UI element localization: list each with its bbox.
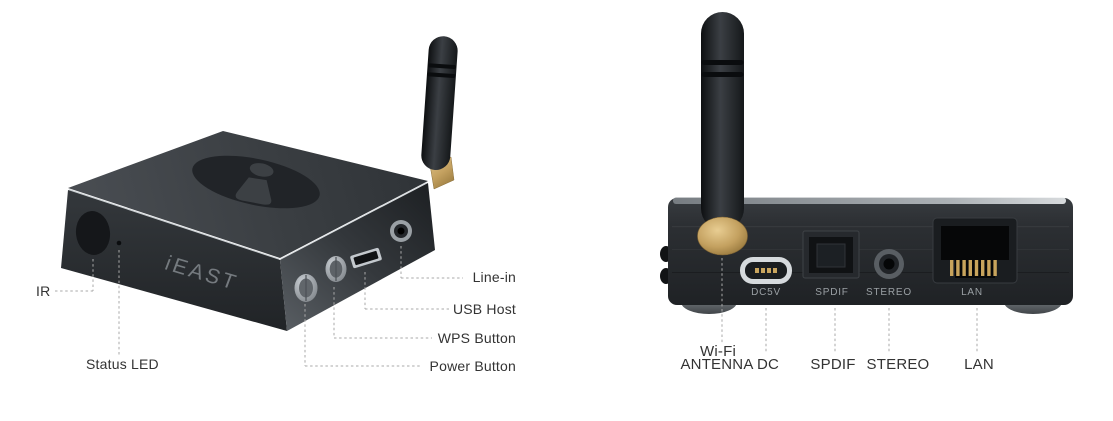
- panel-label-stereo: STEREO: [866, 287, 912, 298]
- leader-lines: [55, 246, 978, 367]
- wps-button-shape: [325, 256, 347, 282]
- power-button-shape: [294, 274, 318, 302]
- label-wifi-line2: ANTENNA: [680, 356, 754, 373]
- dc-port-shape: [740, 257, 792, 284]
- ieast-logo-icon: [192, 155, 320, 209]
- top-edge-highlight: [673, 197, 1066, 204]
- ir-window-shape: [75, 211, 111, 255]
- brushed-texture: [672, 226, 1069, 273]
- right-device: [660, 12, 1073, 314]
- stereo-jack-shape: [874, 249, 904, 279]
- panel-label-dc5v: DC5V: [751, 287, 781, 298]
- lan-port-shape: [932, 217, 1018, 284]
- leader-line-in: [400, 246, 463, 279]
- leader-power: [304, 304, 421, 367]
- label-usb-host: USB Host: [452, 301, 516, 317]
- label-wps-button: WPS Button: [437, 330, 516, 346]
- front-face: [61, 190, 287, 331]
- label-stereo: STEREO: [866, 356, 930, 373]
- leader-wps: [333, 287, 432, 339]
- label-spdif: SPDIF: [810, 356, 856, 373]
- wifi-antenna-shape: [421, 36, 458, 170]
- antenna-gold-base-rear: [697, 216, 748, 256]
- panel-label-lan: LAN: [961, 287, 983, 298]
- spdif-port-shape: [802, 230, 860, 279]
- left-device: [61, 36, 458, 331]
- leader-usb-host: [364, 272, 449, 310]
- label-power-button: Power Button: [429, 358, 516, 374]
- label-line-in: Line-in: [472, 269, 516, 285]
- panel-label-spdif: SPDIF: [815, 287, 849, 298]
- wifi-antenna-shape-rear: [697, 12, 748, 256]
- lan-gold-pins: [950, 260, 997, 276]
- label-dc: DC: [756, 356, 780, 373]
- usb-host-slot-shape: [350, 247, 382, 269]
- label-wifi-line1: Wi-Fi: [700, 343, 736, 360]
- status-led-dot: [116, 240, 122, 246]
- leader-ir: [55, 259, 94, 292]
- label-ir: IR: [36, 283, 51, 299]
- label-status-led: Status LED: [86, 356, 159, 372]
- label-lan: LAN: [964, 356, 994, 373]
- line-in-jack-shape: [390, 220, 412, 242]
